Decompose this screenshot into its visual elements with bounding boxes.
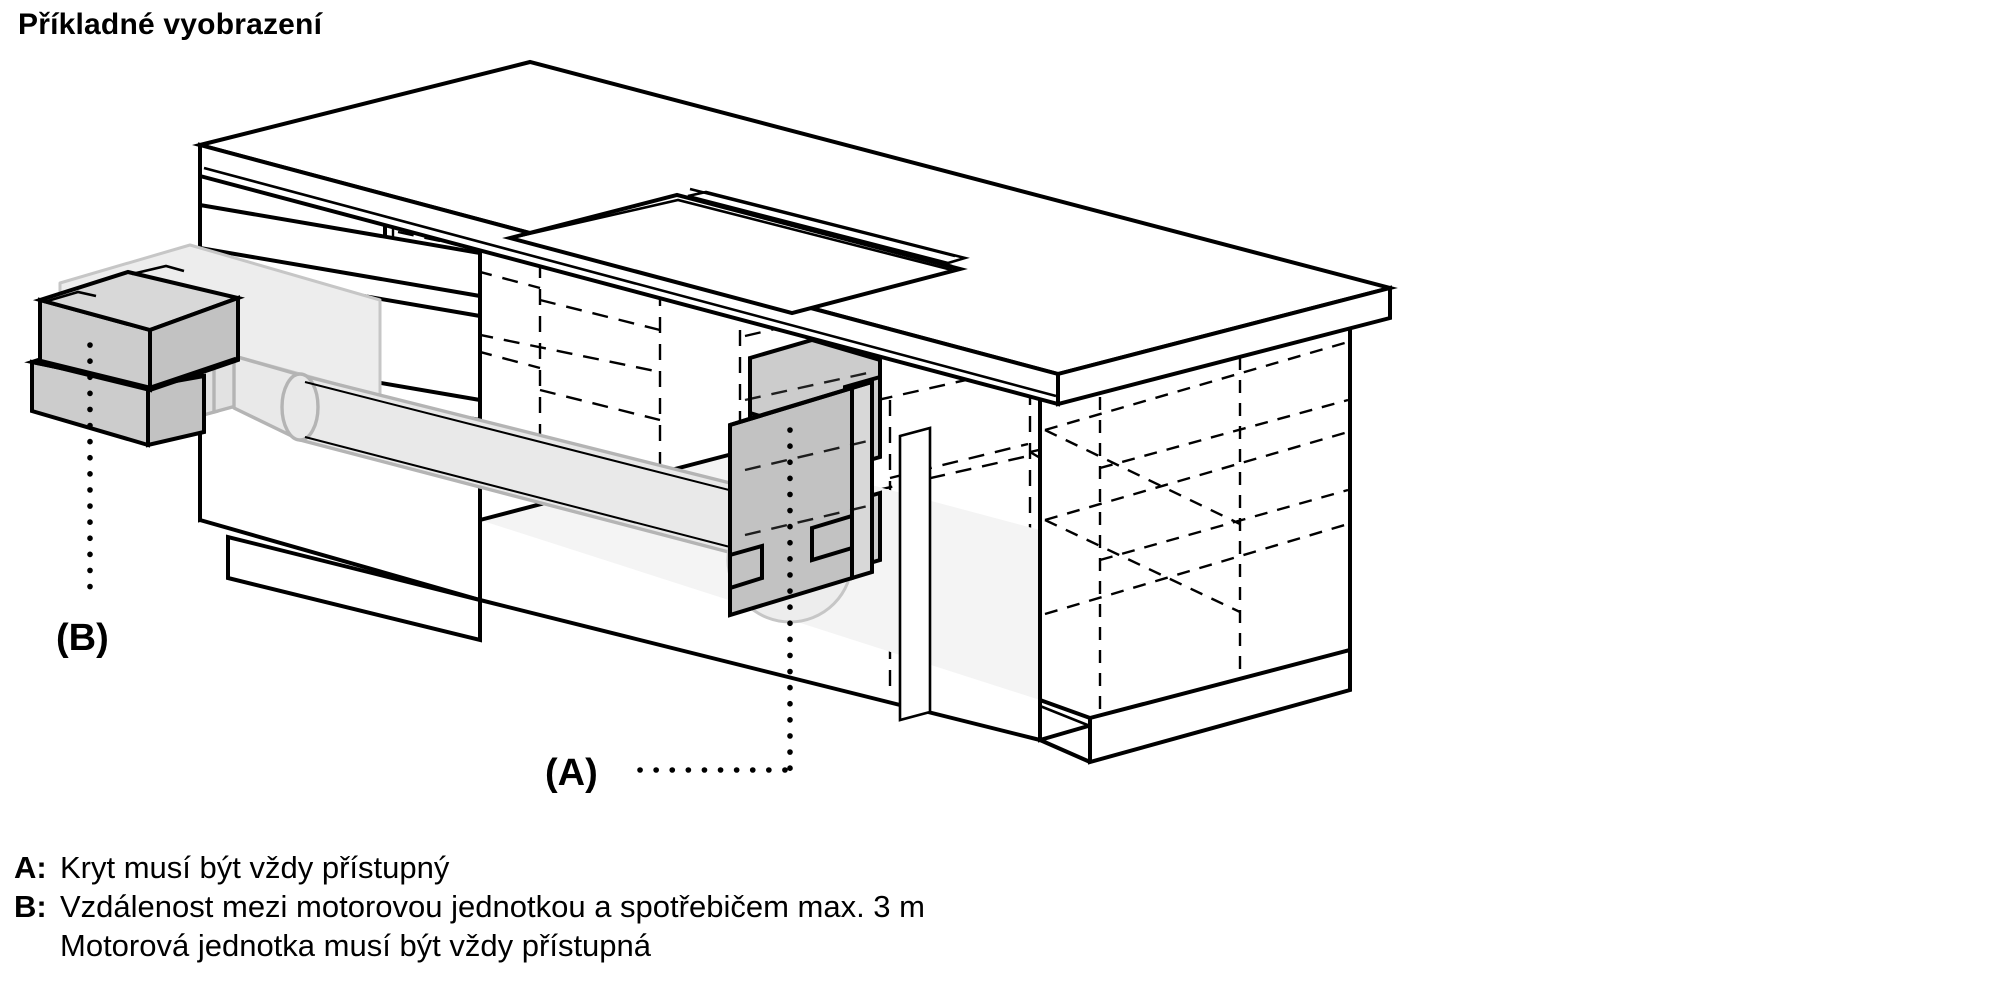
motor-upper-box-side [148, 295, 240, 393]
caption-text-b: Vzdálenost mezi motorovou jednotkou a sp… [60, 889, 925, 924]
cabinet-center-stile [898, 426, 932, 722]
caption-text-b-continued: Motorová jednotka musí být vždy přístupn… [60, 928, 652, 963]
leader-lines [87, 342, 795, 773]
cooktop-glass [502, 192, 968, 316]
marker-label-b: (B) [56, 617, 109, 659]
worktop-right-edge [1056, 285, 1392, 407]
plinth-right-front [1088, 647, 1352, 765]
cooktop-extractor-slot [687, 190, 970, 265]
page-title: Příkladné vyobrazení [18, 8, 323, 41]
caption-key-b: B: [14, 889, 47, 924]
cover-tab-right [810, 513, 854, 563]
caption-row-b-continued: Motorová jednotka musí být vždy přístupn… [14, 926, 925, 965]
plinth-left [226, 534, 482, 643]
caption-row-a: A: Kryt musí být vždy přístupný [14, 848, 925, 887]
plinth [226, 534, 1352, 765]
figure-caption: A: Kryt musí být vždy přístupný B: Vzdálen… [14, 848, 925, 965]
marker-label-a: (A) [545, 752, 598, 794]
external-motor-unit [24, 264, 245, 448]
caption-text-a: Kryt musí být vždy přístupný [60, 850, 450, 885]
caption-row-b: B: Vzdálenost mezi motorovou jednotkou a … [14, 887, 925, 926]
cover-front-panel-top [729, 380, 873, 427]
cover-front-panel-edge [850, 379, 874, 581]
cooktop-with-extractor-slot [502, 187, 970, 316]
cover-tab-left [728, 543, 764, 591]
duct-end-cap [280, 372, 320, 442]
caption-key-a: A: [14, 850, 47, 885]
service-cover-plate [728, 337, 882, 618]
